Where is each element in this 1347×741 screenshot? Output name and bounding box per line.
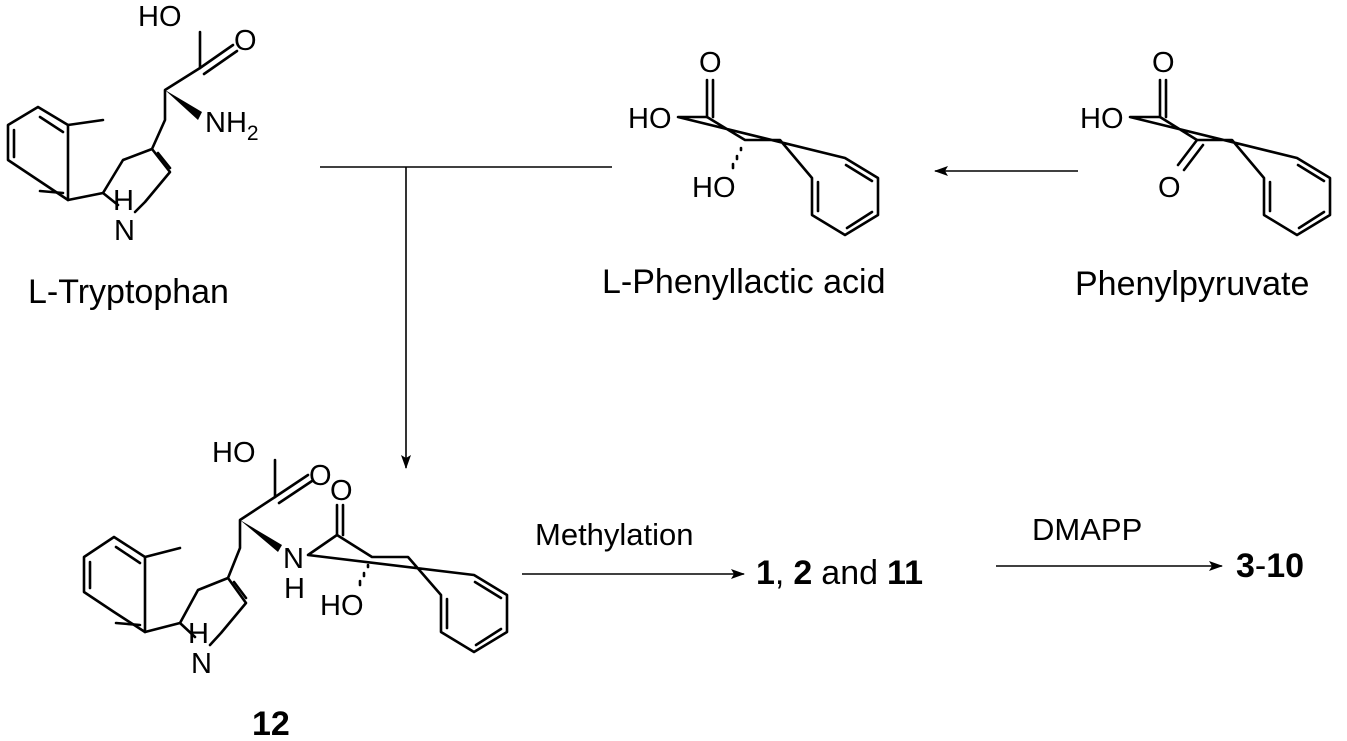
- tryptophan-n-label: N: [114, 215, 135, 247]
- compound-12-label: 12: [252, 705, 290, 741]
- phenyllactic-name: L-Phenyllactic acid: [602, 263, 885, 301]
- methylation-label: Methylation: [535, 517, 694, 552]
- condensation-arrow: [320, 166, 612, 469]
- c12-amide-o-label: O: [330, 475, 353, 507]
- phenylpyruvate-structure: O HO O Phenylpyruvate: [1075, 47, 1332, 303]
- product-3: 3: [1236, 547, 1255, 585]
- c12-amide-n-label: N: [283, 543, 304, 575]
- l-phenyllactic-acid-structure: O HO HO L-Phenyllactic acid: [602, 47, 885, 301]
- c12-h-label: H: [188, 618, 209, 650]
- product-and: and: [821, 554, 878, 592]
- product-2: 2: [793, 554, 812, 592]
- compound-12-bonds: [82, 458, 509, 654]
- phenylpyruvate-o2-label: O: [1158, 172, 1181, 204]
- tryptophan-h-label: H: [113, 185, 134, 217]
- product-dash: -: [1255, 547, 1266, 585]
- phenyllactic-ho2-label: HO: [692, 172, 736, 204]
- phenylpyruvate-bonds: [1128, 78, 1332, 237]
- c12-ho2-label: HO: [320, 590, 364, 622]
- tryptophan-name: L-Tryptophan: [28, 273, 229, 311]
- c12-amide-h-label: H: [284, 573, 305, 605]
- l-tryptophan-structure: HO O NH2 H N L-Tryptophan: [6, 1, 259, 311]
- phenylpyruvate-o-label: O: [1152, 47, 1175, 79]
- c12-ho-label: HO: [212, 437, 256, 469]
- product-comma: ,: [775, 554, 784, 592]
- phenylpyruvate-name: Phenylpyruvate: [1075, 265, 1309, 303]
- dmapp-products: 3-10: [1236, 547, 1304, 585]
- tryptophan-nh2-subscript: 2: [247, 122, 259, 145]
- product-11: 11: [887, 554, 923, 592]
- tryptophan-nh2-label: NH2: [205, 107, 259, 145]
- c12-n-label: N: [191, 648, 212, 680]
- product-1: 1: [756, 554, 775, 592]
- dmapp-step: DMAPP 3-10: [996, 512, 1304, 585]
- phenyllactic-ho-label: HO: [628, 103, 672, 135]
- phenyllactic-bonds: [676, 78, 880, 237]
- product-10: 10: [1266, 547, 1304, 585]
- tryptophan-nh-text: NH: [205, 107, 247, 139]
- compound-12-structure: HO O O N H HO H N 12: [82, 437, 509, 741]
- phenylpyruvate-ho-label: HO: [1080, 103, 1124, 135]
- tryptophan-ho-label: HO: [138, 1, 182, 33]
- tryptophan-bonds: [6, 30, 239, 214]
- c12-o-label: O: [309, 460, 332, 492]
- phenyllactic-o-label: O: [699, 47, 722, 79]
- tryptophan-o-label: O: [234, 25, 257, 57]
- dmapp-label: DMAPP: [1032, 512, 1142, 547]
